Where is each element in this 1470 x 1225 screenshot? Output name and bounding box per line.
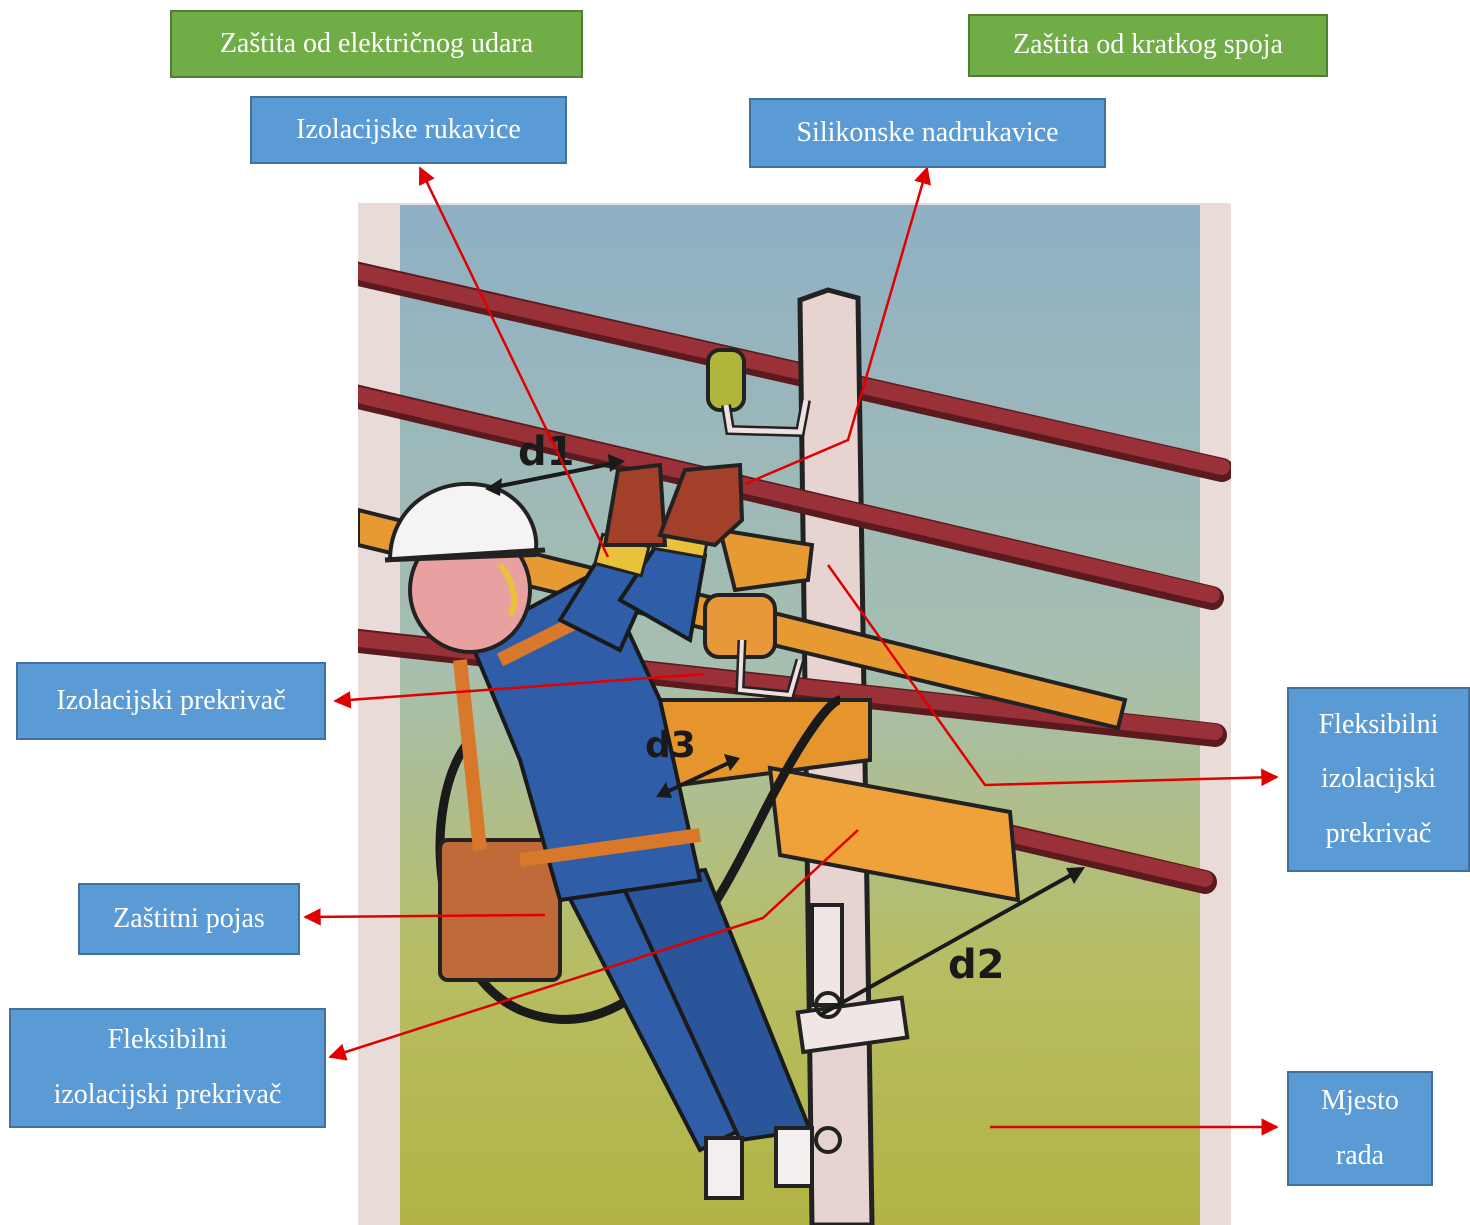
- insulator: [706, 348, 811, 438]
- label-insulating-gloves: Izolacijske rukavice: [250, 96, 567, 164]
- label-flexible-cover-right: Fleksibilni izolacijski prekrivač: [1287, 687, 1470, 872]
- label-insulating-cover: Izolacijski prekrivač: [16, 662, 326, 740]
- label-flexible-cover-right-line3: prekrivač: [1325, 817, 1432, 849]
- heading-electric-shock-text: Zaštita od električnog udara: [219, 27, 534, 59]
- label-flexible-cover-right-line2: izolacijski: [1320, 763, 1437, 795]
- label-flexible-cover-left-line1: Fleksibilni: [107, 1024, 228, 1056]
- right-glove: [657, 462, 745, 548]
- distance-d3-arrow: [656, 754, 740, 798]
- orange-clamp-cover: [703, 527, 815, 700]
- distance-d3-label: d3: [645, 725, 696, 766]
- label-silicone-sleeves: Silikonske nadrukavice: [749, 98, 1106, 168]
- label-silicone-sleeves-text: Silikonske nadrukavice: [796, 116, 1059, 148]
- label-safety-belt-text: Zaštitni pojas: [113, 902, 265, 934]
- heading-electric-shock-protection: Zaštita od električnog udara: [170, 10, 583, 78]
- heading-short-circuit-text: Zaštita od kratkog spoja: [1013, 29, 1283, 61]
- heading-short-circuit-protection: Zaštita od kratkog spoja: [968, 14, 1328, 77]
- distance-d2-label: d2: [948, 942, 1004, 988]
- label-flexible-cover-right-line1: Fleksibilni: [1318, 708, 1439, 740]
- label-safety-belt: Zaštitni pojas: [78, 883, 300, 955]
- label-workplace-line1: Mjesto: [1321, 1084, 1399, 1116]
- distance-d2-arrow: [819, 867, 1085, 1017]
- label-flexible-cover-left-line2: izolacijski prekrivač: [53, 1079, 282, 1110]
- label-insulating-cover-text: Izolacijski prekrivač: [56, 684, 286, 716]
- left-glove: [602, 462, 668, 547]
- distance-d1-label: d1: [518, 429, 574, 475]
- orange-flexible-cover: [767, 765, 1021, 903]
- label-workplace-line2: rada: [1335, 1139, 1385, 1171]
- label-workplace: Mjesto rada: [1287, 1071, 1433, 1186]
- label-flexible-cover-left: Fleksibilni izolacijski prekrivač: [9, 1008, 326, 1128]
- label-insulating-gloves-text: Izolacijske rukavice: [296, 113, 521, 145]
